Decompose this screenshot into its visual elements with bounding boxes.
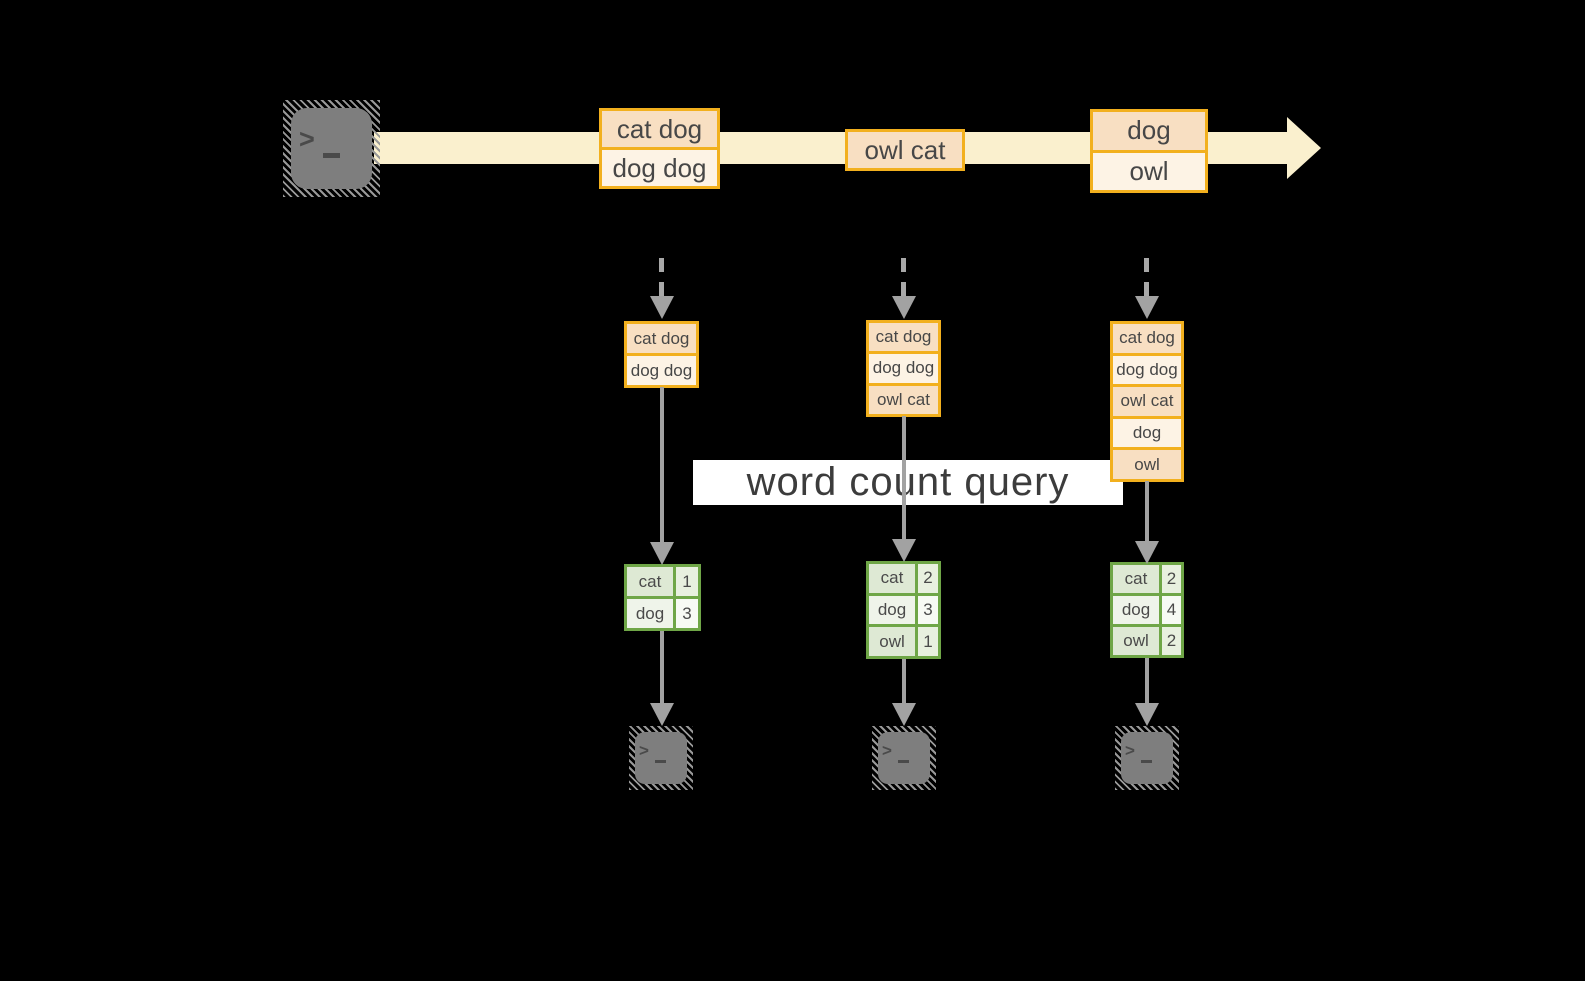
terminal-cursor-icon (323, 153, 340, 158)
query-arrowhead-icon (650, 542, 674, 565)
count-row: dog 4 (1113, 593, 1181, 624)
buffer-record: dog dog (627, 353, 696, 385)
count-value: 1 (676, 567, 698, 596)
count-row: cat 1 (627, 567, 698, 596)
stream-record: dog dog (602, 147, 717, 186)
buffer-record: owl cat (869, 382, 938, 414)
buffer-record: cat dog (627, 324, 696, 353)
output-arrow-3 (1145, 658, 1149, 705)
query-arrow-2 (902, 416, 906, 541)
output-arrowhead-icon (892, 703, 916, 726)
count-row: dog 3 (869, 592, 938, 625)
terminal-prompt-icon: > (299, 124, 315, 154)
count-value: 1 (918, 627, 938, 657)
count-value: 2 (1162, 627, 1181, 655)
buffer-record: dog (1113, 415, 1181, 448)
ingest-arrowhead-icon (650, 296, 674, 319)
count-word: owl (869, 627, 918, 657)
terminal-screen (878, 732, 930, 784)
record-buffer-2: cat dog dog dog owl cat (866, 320, 941, 417)
stream-record: owl (1093, 149, 1205, 190)
query-arrow-1 (660, 387, 664, 544)
ingest-arrow-1 (659, 258, 664, 298)
count-word: dog (1113, 596, 1162, 624)
output-terminal-icon-3: > (1115, 726, 1179, 790)
ingest-arrow-3 (1144, 258, 1149, 298)
count-word: cat (627, 567, 676, 596)
terminal-screen (291, 108, 372, 189)
count-value: 4 (1162, 596, 1181, 624)
count-row: cat 2 (1113, 565, 1181, 593)
count-row: owl 2 (1113, 624, 1181, 655)
record-buffer-3: cat dog dog dog owl cat dog owl (1110, 321, 1184, 482)
terminal-cursor-icon (655, 760, 666, 763)
stream-batch-1: cat dog dog dog (599, 108, 720, 189)
count-word: cat (1113, 565, 1162, 593)
output-arrow-1 (660, 631, 664, 705)
source-terminal-icon: > (283, 100, 380, 197)
terminal-prompt-icon: > (639, 741, 649, 760)
count-value: 3 (918, 595, 938, 625)
count-word: dog (627, 599, 676, 628)
buffer-record: owl cat (1113, 384, 1181, 416)
count-value: 3 (676, 599, 698, 628)
stream-record: owl cat (848, 132, 962, 168)
stream-record: dog (1093, 112, 1205, 150)
count-value: 2 (1162, 565, 1181, 593)
stream-batch-2: owl cat (845, 129, 965, 171)
buffer-record: cat dog (1113, 324, 1181, 353)
record-buffer-1: cat dog dog dog (624, 321, 699, 388)
count-row: owl 1 (869, 624, 938, 657)
stream-batch-3: dog owl (1090, 109, 1208, 193)
count-word: cat (869, 564, 918, 593)
terminal-prompt-icon: > (1125, 741, 1135, 760)
query-arrowhead-icon (892, 539, 916, 562)
terminal-screen (1121, 732, 1173, 784)
buffer-record: dog dog (869, 351, 938, 383)
count-word: owl (1113, 627, 1162, 655)
query-label: word count query (746, 460, 1070, 504)
ingest-arrow-2 (901, 258, 906, 298)
count-value: 2 (918, 564, 938, 593)
buffer-record: dog dog (1113, 352, 1181, 385)
output-terminal-icon-2: > (872, 726, 936, 790)
output-arrowhead-icon (1135, 703, 1159, 726)
query-arrowhead-icon (1135, 541, 1159, 564)
buffer-record: owl (1113, 447, 1181, 479)
stream-arrowhead-icon (1287, 117, 1321, 179)
stream-record: cat dog (602, 111, 717, 147)
count-table-2: cat 2 dog 3 owl 1 (866, 561, 941, 659)
terminal-cursor-icon (1141, 760, 1152, 763)
query-arrow-3 (1145, 481, 1149, 543)
output-arrow-2 (902, 659, 906, 705)
count-word: dog (869, 595, 918, 625)
buffer-record: cat dog (869, 323, 938, 352)
terminal-cursor-icon (898, 760, 909, 763)
ingest-arrowhead-icon (1135, 296, 1159, 319)
count-row: cat 2 (869, 564, 938, 593)
ingest-arrowhead-icon (892, 296, 916, 319)
output-arrowhead-icon (650, 703, 674, 726)
output-terminal-icon-1: > (629, 726, 693, 790)
count-table-1: cat 1 dog 3 (624, 564, 701, 631)
query-label-band: word count query (693, 460, 1123, 505)
count-row: dog 3 (627, 596, 698, 628)
count-table-3: cat 2 dog 4 owl 2 (1110, 562, 1184, 658)
terminal-prompt-icon: > (882, 741, 892, 760)
terminal-screen (635, 732, 687, 784)
